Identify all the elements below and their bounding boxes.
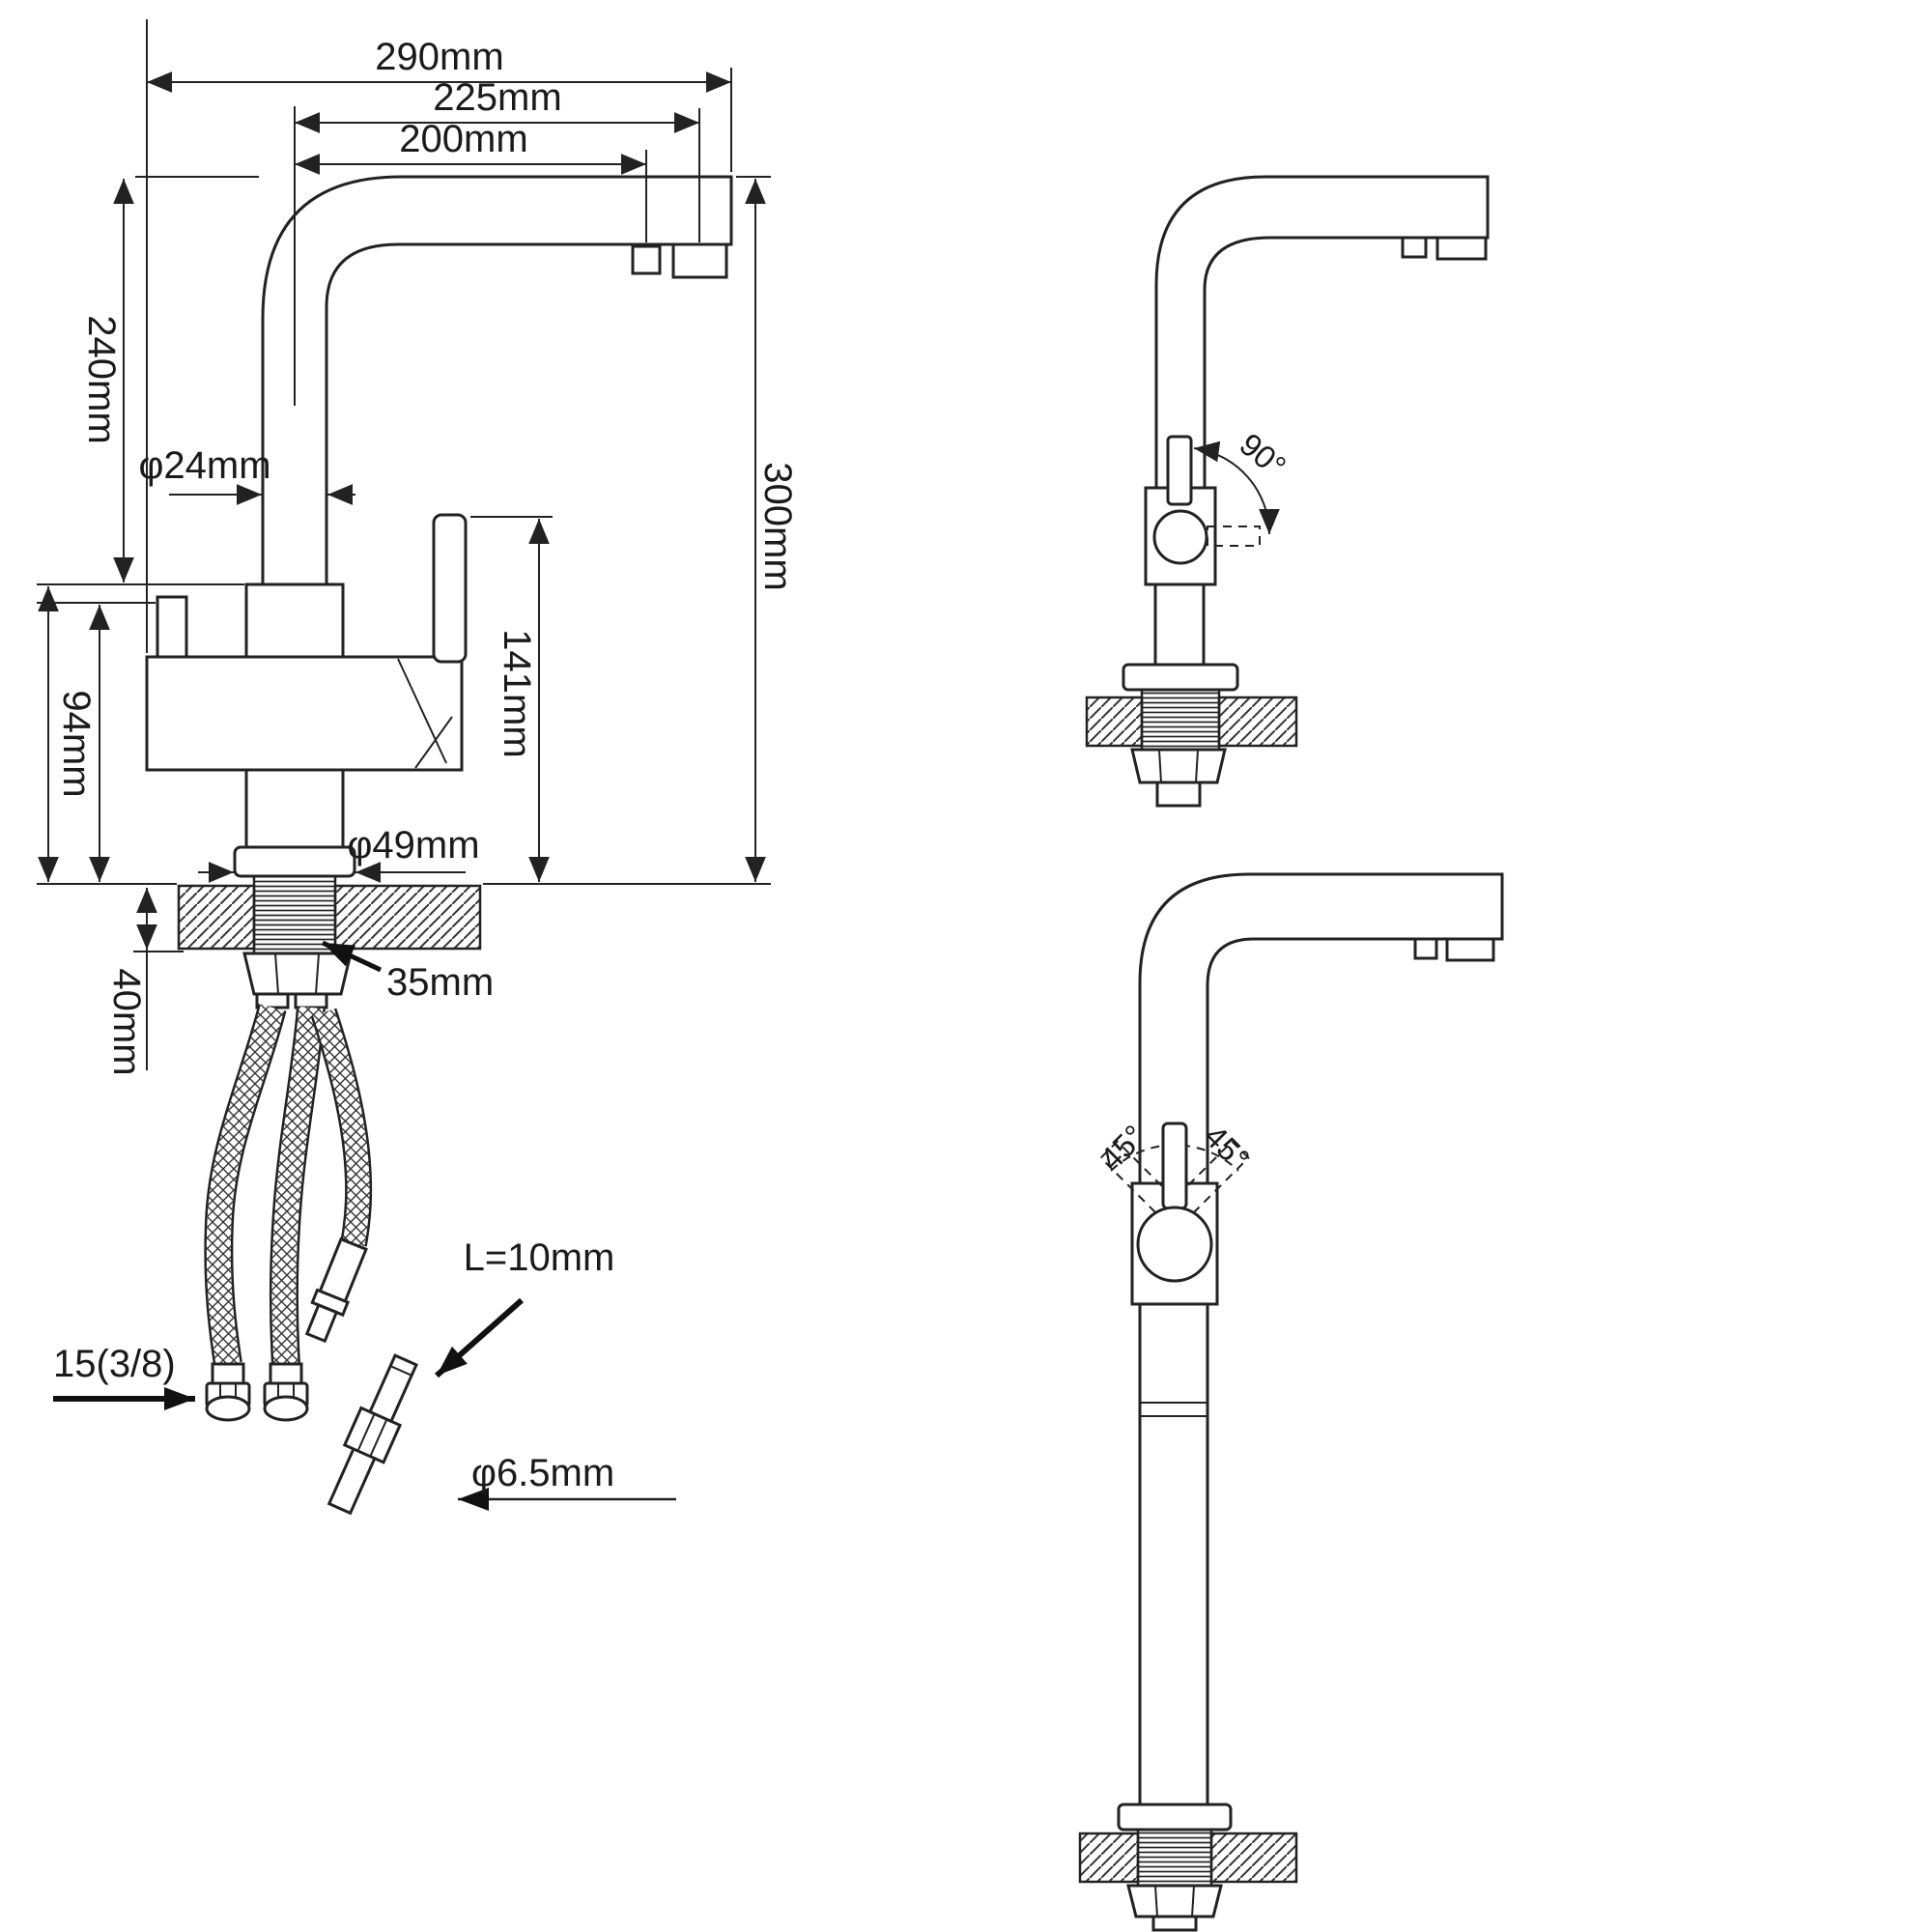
base-pipe-side — [1153, 582, 1206, 667]
dim-L10-label: L=10mm — [464, 1236, 615, 1279]
lever-handle-front — [1161, 1122, 1188, 1210]
lever-ghost-right-45 — [1170, 1140, 1250, 1220]
base-flange-side — [1122, 663, 1239, 692]
dim-225-label: 225mm — [433, 76, 561, 119]
handle-hub-front — [1136, 1206, 1213, 1283]
aerator-outlet-side — [1435, 236, 1488, 261]
threaded-shank-side — [1140, 688, 1221, 752]
counter-section-right — [333, 884, 482, 951]
dim-94-label: 94mm — [55, 690, 98, 797]
counter-left-front — [1078, 1832, 1140, 1884]
aerator-ring — [631, 244, 662, 275]
tailpiece-side — [1155, 781, 1202, 808]
dim-200-label: 200mm — [399, 118, 527, 160]
aerator-outlet — [671, 242, 728, 279]
dim-290-label: 290mm — [375, 36, 503, 78]
counter-left-side — [1085, 696, 1144, 748]
dimension-lines — [38, 71, 766, 1511]
base-flange — [233, 845, 356, 878]
neck-collar — [244, 582, 345, 659]
dim-dia49-label: φ49mm — [347, 824, 479, 867]
nut-facets-front — [1154, 1885, 1195, 1918]
base-flange-front — [1117, 1803, 1233, 1832]
filter-handle-stub — [156, 595, 188, 659]
front-view-tilt: 45° 45° — [1078, 872, 1504, 1932]
dim-40-label: 40mm — [105, 968, 148, 1075]
lever-ghost-left-45 — [1099, 1140, 1179, 1220]
mounting-nut — [242, 952, 353, 996]
dim-300-label: 300mm — [756, 462, 799, 590]
hose-fitting-tip — [304, 1236, 368, 1344]
counter-right-front — [1209, 1832, 1298, 1884]
leader-L10 — [435, 1297, 524, 1378]
detail-tube — [327, 1353, 418, 1516]
mounting-nut-side — [1130, 748, 1227, 784]
lever-handle — [432, 513, 468, 664]
braided-hoses — [204, 1004, 373, 1367]
hose-mid-braid — [271, 1006, 324, 1365]
aerator-ring-side — [1401, 236, 1428, 259]
lever-handle-side — [1166, 435, 1193, 506]
mounting-nut-facets — [274, 952, 320, 995]
hose-right-braid — [313, 1009, 370, 1247]
aerator-outlet-front — [1445, 937, 1495, 962]
extension-lines — [37, 19, 771, 1070]
hose-fitting-left — [205, 1362, 251, 1422]
rotation-arc-90 — [1193, 440, 1280, 535]
dim-35-label: 35mm — [386, 961, 494, 1004]
dim-15-38-label: 15(3/8) — [53, 1343, 176, 1385]
dim-dia65-label: φ6.5mm — [471, 1452, 614, 1494]
column-joint-lines — [1140, 1402, 1208, 1417]
tailpiece-front — [1151, 1915, 1198, 1932]
leader-35mm — [321, 940, 383, 973]
mounting-nut-front — [1126, 1884, 1223, 1918]
handle-hub-side — [1152, 509, 1208, 565]
lever-hub-lines — [397, 658, 453, 769]
spout-tube — [261, 175, 733, 586]
threaded-shank — [252, 874, 337, 955]
dim-240-label: 240mm — [80, 315, 123, 443]
column-front — [1138, 1302, 1209, 1806]
nut-facets-side — [1158, 749, 1199, 783]
main-view: 290mm 225mm 200mm 240mm φ24mm 94mm 141mm… — [37, 19, 799, 1516]
threaded-shank-front — [1136, 1828, 1213, 1888]
side-view-rotation: 90° — [1085, 175, 1490, 808]
counter-right-side — [1217, 696, 1298, 748]
hose-left-braid — [206, 1004, 285, 1366]
hose-stub-right — [294, 992, 328, 1009]
dim-dia24-label: φ24mm — [138, 444, 270, 487]
counter-section-left — [177, 884, 256, 951]
angle-90-label: 90° — [1233, 426, 1293, 484]
mixer-body — [145, 655, 464, 772]
hose-fitting-mid — [263, 1362, 309, 1422]
spout-tube-front — [1138, 872, 1504, 1185]
dim-141-label: 141mm — [496, 629, 538, 757]
base-pipe — [244, 768, 345, 849]
spout-tube-side — [1154, 175, 1490, 490]
aerator-ring-front — [1413, 937, 1438, 960]
lever-ghost-horizontal — [1207, 526, 1261, 547]
